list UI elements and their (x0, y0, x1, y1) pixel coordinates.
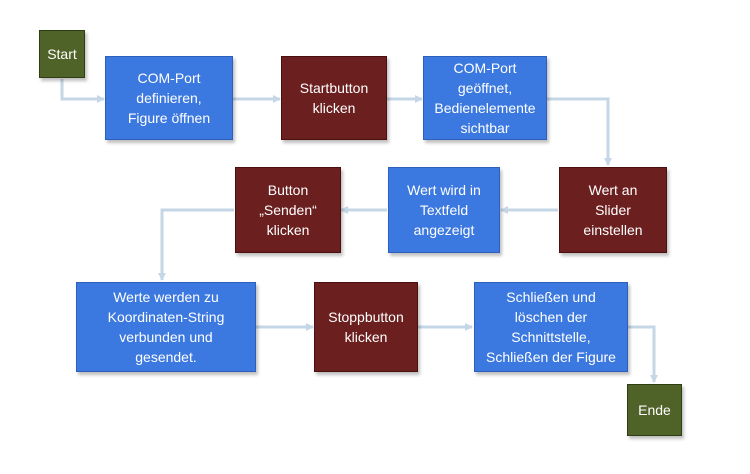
close-node: Schließen und löschen der Schnittstelle,… (474, 282, 628, 372)
startbutton-node: Startbutton klicken (281, 56, 387, 140)
end-node: Ende (627, 384, 682, 436)
send-button-node: Button „Senden“ klicken (235, 167, 341, 253)
arrow-close-to-end (628, 325, 658, 383)
start-node: Start (39, 30, 85, 78)
slider-label: Wert an Slider einstellen (583, 182, 643, 238)
start-label: Start (47, 46, 77, 62)
values-sent-label: Werte werden zu Koordinaten-String verbu… (107, 289, 225, 365)
arrow-send-to-values (158, 208, 234, 281)
comport-open-label: COM-Port geöffnet, Bedienelemente sichtb… (434, 60, 536, 136)
comport-open-node: COM-Port geöffnet, Bedienelemente sichtb… (423, 56, 547, 140)
stopbutton-node: Stoppbutton klicken (314, 282, 418, 372)
values-sent-node: Werte werden zu Koordinaten-String verbu… (76, 282, 256, 372)
send-button-label: Button „Senden“ klicken (259, 182, 317, 238)
startbutton-label: Startbutton klicken (299, 80, 369, 116)
textfield-label: Wert wird in Textfeld angezeigt (407, 182, 481, 238)
slider-node: Wert an Slider einstellen (559, 167, 667, 253)
close-label: Schließen und löschen der Schnittstelle,… (486, 289, 616, 365)
comport-define-label: COM-Port definieren, Figure öffnen (127, 70, 211, 126)
arrow-start-to-comport (60, 79, 105, 103)
stopbutton-label: Stoppbutton klicken (328, 309, 404, 345)
comport-define-node: COM-Port definieren, Figure öffnen (105, 56, 233, 140)
arrow-opened-to-slider (547, 97, 612, 166)
textfield-node: Wert wird in Textfeld angezeigt (388, 167, 500, 253)
end-label: Ende (638, 402, 671, 418)
